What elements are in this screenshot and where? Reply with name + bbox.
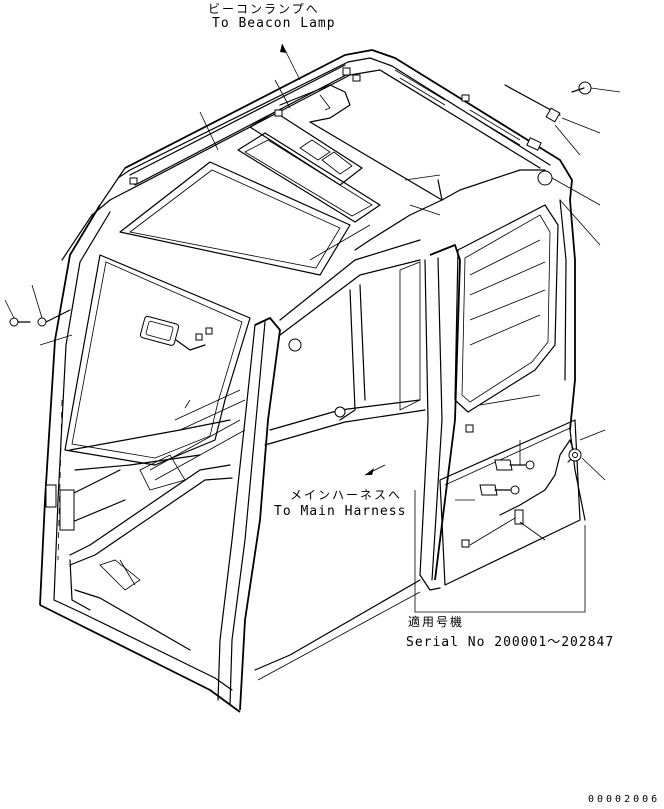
cab-roof <box>91 49 573 276</box>
serial-label-jp: 適用号機 <box>408 615 465 629</box>
work-lamp <box>139 315 213 351</box>
door-wire-bracket <box>455 394 606 548</box>
document-number: 00002006 <box>588 794 661 805</box>
left-fasteners <box>4 284 73 346</box>
cab-right-side <box>254 199 586 681</box>
main-harness-label-en: To Main Harness <box>274 504 407 519</box>
beacon-lamp-label-jp: ビーコンランプへ <box>208 2 320 16</box>
serial-bracket <box>414 490 586 613</box>
serial-label-en: Serial No 200001～202847 <box>406 635 615 650</box>
leader-lines <box>119 79 441 586</box>
main-harness-label-jp: メインハーネスへ <box>290 488 403 502</box>
top-right-fasteners <box>504 81 621 246</box>
beacon-lamp-wire <box>279 43 546 251</box>
beacon-lamp-label-en: To Beacon Lamp <box>212 16 336 31</box>
cab-frame <box>39 204 281 713</box>
